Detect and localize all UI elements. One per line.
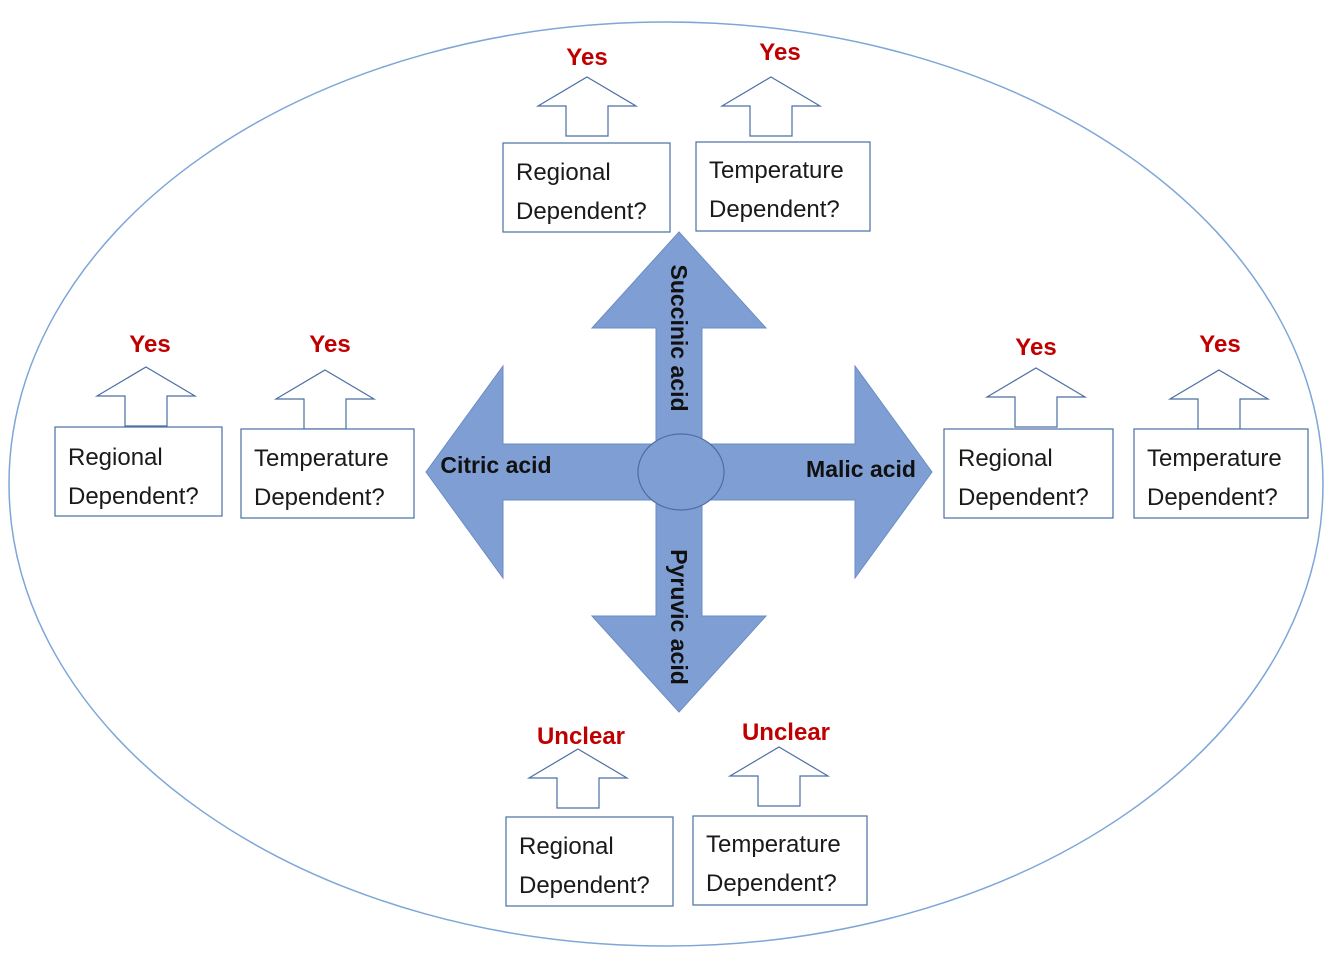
regional-dependent-box [54, 426, 223, 517]
bottom-group: Unclear Regional Dependent? Unclear Temp… [505, 719, 868, 907]
verdict-label: Yes [129, 331, 170, 358]
box-line-1: Temperature [706, 831, 841, 858]
verdict-label: Yes [759, 39, 800, 66]
top-group: Yes Regional Dependent? Yes Temperature … [502, 39, 871, 233]
box-line-1: Temperature [1147, 445, 1282, 472]
temperature-dependent-box [240, 428, 415, 519]
box-line-1: Regional [519, 833, 614, 860]
label-pyruvic-acid: Pyruvic acid [666, 549, 692, 685]
label-succinic-acid: Succinic acid [666, 264, 692, 411]
central-cross: Succinic acid Citric acid Malic acid Pyr… [425, 231, 933, 713]
verdict-label: Unclear [537, 723, 625, 750]
box-line-2: Dependent? [1147, 484, 1278, 511]
box-line-1: Temperature [254, 445, 389, 472]
regional-dependent-box [502, 142, 671, 233]
label-malic-acid: Malic acid [806, 456, 916, 482]
box-line-1: Regional [516, 159, 611, 186]
right-group: Yes Regional Dependent? Yes Temperature … [943, 331, 1309, 519]
box-line-2: Dependent? [68, 483, 199, 510]
box-line-1: Regional [68, 444, 163, 471]
verdict-label: Yes [1015, 334, 1056, 361]
up-arrow-icon [526, 748, 630, 809]
up-arrow-icon [1167, 369, 1271, 430]
verdict-label: Yes [566, 44, 607, 71]
regional-dependent-box [943, 428, 1114, 519]
outer-ellipse [8, 21, 1324, 947]
label-citric-acid: Citric acid [440, 452, 551, 478]
regional-dependent-box [505, 816, 674, 907]
box-line-2: Dependent? [519, 872, 650, 899]
verdict-label: Unclear [742, 719, 830, 746]
up-arrow-icon [535, 76, 639, 137]
verdict-label: Yes [309, 331, 350, 358]
up-arrow-icon [719, 76, 823, 137]
up-arrow-icon [94, 366, 198, 427]
center-circle [637, 433, 725, 511]
box-line-1: Regional [958, 445, 1053, 472]
box-line-1: Temperature [709, 157, 844, 184]
box-line-2: Dependent? [709, 196, 840, 223]
left-group: Yes Regional Dependent? Yes Temperature … [54, 331, 415, 519]
temperature-dependent-box [692, 815, 868, 906]
box-line-2: Dependent? [254, 484, 385, 511]
temperature-dependent-box [695, 141, 871, 232]
temperature-dependent-box [1133, 428, 1309, 519]
box-line-2: Dependent? [706, 870, 837, 897]
box-line-2: Dependent? [516, 198, 647, 225]
box-line-2: Dependent? [958, 484, 1089, 511]
up-arrow-icon [984, 367, 1088, 428]
up-arrow-icon [273, 369, 377, 430]
up-arrow-icon [727, 746, 831, 807]
verdict-label: Yes [1199, 331, 1240, 358]
